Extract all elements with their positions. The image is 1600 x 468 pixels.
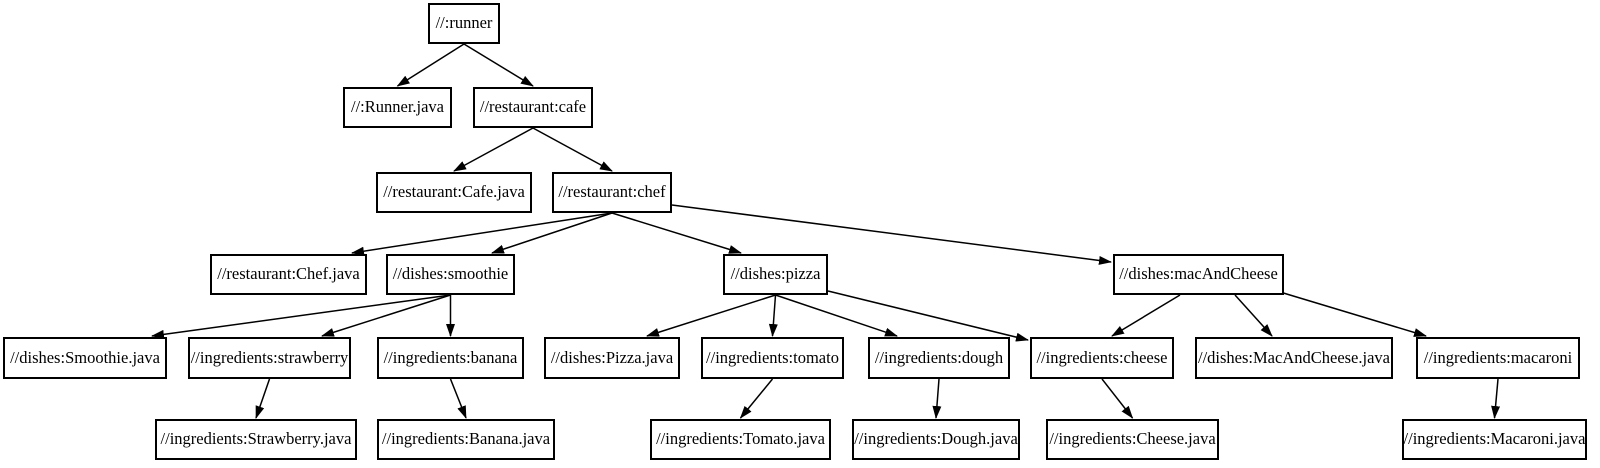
graph-node-smoothie: //dishes:smoothie [386,254,515,295]
graph-edge-smoothie-strawberry [321,294,451,337]
graph-edge-pizza-pizza_java [646,294,776,337]
graph-node-runner: //:runner [428,3,500,44]
graph-edge-pizza-tomato [768,294,778,337]
graph-node-tomato: //ingredients:tomato [701,337,844,379]
graph-node-macAndCheese: //dishes:macAndCheese [1113,254,1284,295]
graph-edge-smoothie-smoothie_java [151,294,451,339]
graph-node-label: //dishes:pizza [730,264,821,284]
graph-node-label: //restaurant:Cafe.java [383,182,525,202]
graph-edge-runner-runner_java [396,43,465,87]
graph-node-tomato_java: //ingredients:Tomato.java [650,419,831,460]
graph-node-chef_java: //restaurant:Chef.java [210,254,367,295]
graph-node-label: //restaurant:Chef.java [217,264,360,284]
graph-node-label: //ingredients:Banana.java [381,429,551,449]
graph-node-pizza_java: //dishes:Pizza.java [544,337,680,379]
graph-node-label: //dishes:macAndCheese [1119,264,1278,284]
graph-edge-chef-smoothie [491,212,613,254]
graph-node-smoothie_java: //dishes:Smoothie.java [3,337,167,379]
graph-node-strawberry_java: //ingredients:Strawberry.java [155,419,357,460]
graph-node-cafe_java: //restaurant:Cafe.java [376,172,532,213]
graph-node-macAndCheese_java: //dishes:MacAndCheese.java [1195,337,1393,379]
graph-node-label: //:runner [435,13,493,33]
graph-edge-macaroni-macaroni_java [1491,378,1501,419]
graph-node-label: //ingredients:Macaroni.java [1403,429,1586,449]
graph-node-label: //ingredients:tomato [706,347,839,367]
graph-node-label: //ingredients:Tomato.java [656,429,825,449]
graph-node-macaroni_java: //ingredients:Macaroni.java [1402,419,1587,460]
graph-node-dough_java: //ingredients:Dough.java [852,419,1020,460]
graph-edge-chef-pizza [611,212,742,254]
graph-node-label: //ingredients:Dough.java [854,429,1018,449]
graph-node-chef: //restaurant:chef [552,172,672,213]
graph-node-cheese_java: //ingredients:Cheese.java [1046,419,1219,460]
graph-node-label: //restaurant:cafe [479,97,587,117]
graph-edge-pizza-dough [775,294,898,337]
graph-node-label: //dishes:MacAndCheese.java [1198,347,1390,367]
graph-edge-tomato-tomato_java [739,378,774,419]
graph-node-cheese: //ingredients:cheese [1030,337,1174,379]
graph-edge-macAndCheese-macAndCheese_java [1234,294,1273,337]
graph-node-strawberry: //ingredients:strawberry [188,337,351,379]
graph-node-cafe: //restaurant:cafe [473,87,593,128]
graph-edge-strawberry-strawberry_java [255,378,271,419]
graph-edge-banana-banana_java [449,378,467,419]
graph-node-label: //restaurant:chef [558,182,666,202]
graph-node-label: //dishes:Pizza.java [550,347,674,367]
graph-node-label: //ingredients:Cheese.java [1049,429,1216,449]
graph-node-banana: //ingredients:banana [377,337,524,379]
graph-node-label: //:Runner.java [350,97,445,117]
graph-edge-macAndCheese-cheese [1111,294,1181,337]
graph-edge-cafe-cafe_java [453,127,534,172]
graph-node-label: //ingredients:cheese [1036,347,1168,367]
graph-node-label: //ingredients:strawberry [190,347,349,367]
graph-edge-runner-cafe [463,43,534,87]
graph-node-label: //ingredients:banana [383,347,518,367]
graph-node-label: //ingredients:Strawberry.java [160,429,352,449]
graph-node-pizza: //dishes:pizza [723,254,828,295]
graph-node-label: //dishes:Smoothie.java [10,347,160,367]
graph-node-label: //ingredients:dough [874,347,1004,367]
graph-edge-dough-dough_java [932,378,942,419]
graph-edge-macAndCheese-macaroni [1279,291,1427,337]
graph-node-macaroni: //ingredients:macaroni [1416,337,1580,379]
graph-edge-pizza-cheese [827,290,1029,342]
graph-node-banana_java: //ingredients:Banana.java [377,419,555,460]
graph-edge-cafe-chef [532,127,613,172]
graph-edge-cheese-cheese_java [1101,378,1134,419]
graph-node-label: //dishes:smoothie [392,264,509,284]
graph-node-runner_java: //:Runner.java [343,87,452,128]
graph-node-dough: //ingredients:dough [868,337,1010,379]
graph-edge-chef-chef_java [351,212,613,256]
graph-node-label: //ingredients:macaroni [1423,347,1573,367]
